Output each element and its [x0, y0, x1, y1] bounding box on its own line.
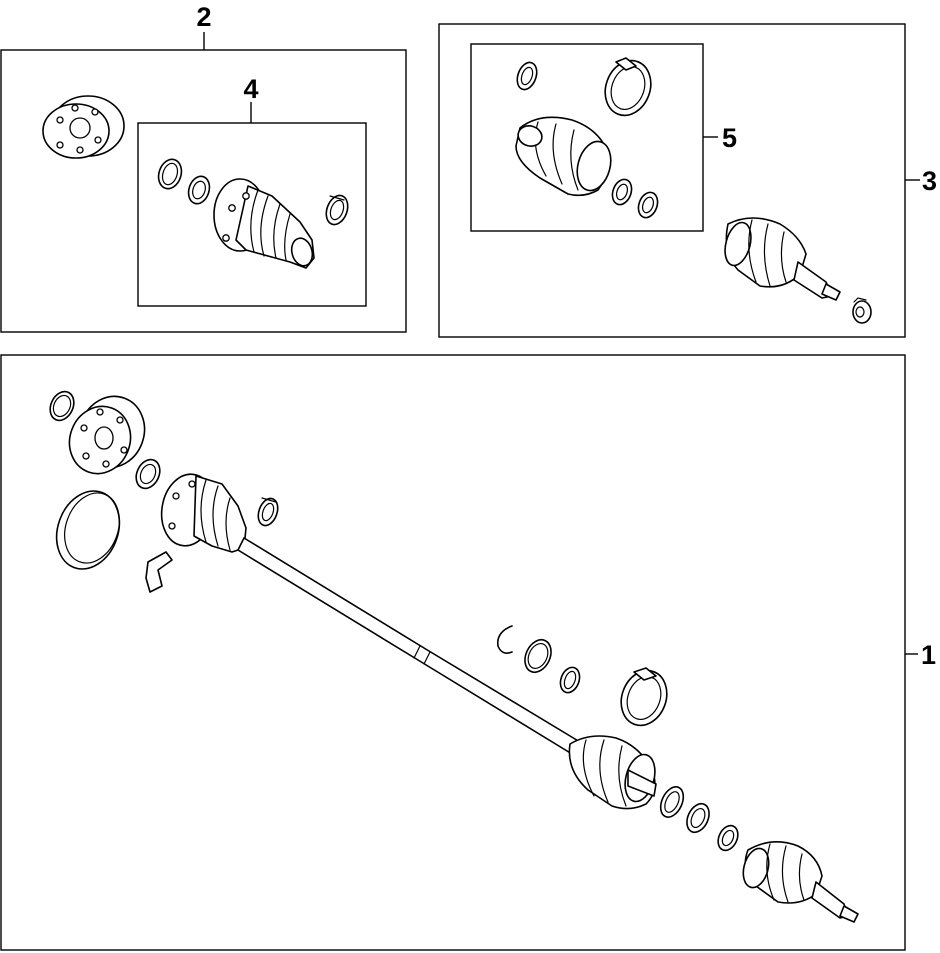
spacer-ring	[611, 178, 633, 206]
seal-ring-outer-a	[659, 786, 685, 818]
callout-5: 5	[703, 123, 737, 153]
callout-1-label: 1	[921, 640, 936, 670]
circlip-outer	[637, 191, 659, 219]
seal-ring-outer-b	[686, 802, 710, 834]
outer-cv-boot	[515, 116, 612, 197]
retaining-ring-small	[157, 158, 183, 190]
callout-4: 4	[243, 74, 259, 123]
boot-clamp-small	[325, 194, 349, 226]
callout-4-label: 4	[243, 74, 258, 104]
large-seal-ring	[55, 490, 121, 570]
callout-5-label: 5	[722, 123, 737, 153]
boot-clamp-large-main	[620, 667, 668, 727]
group-1-frame	[0, 354, 906, 951]
inner-cv-joint-boot	[213, 178, 315, 269]
callout-3: 3	[905, 166, 937, 196]
callout-1: 1	[905, 640, 936, 670]
snap-ring	[496, 625, 513, 654]
clip-bracket	[145, 551, 173, 593]
boot-clamp-small-main	[559, 666, 581, 694]
thrust-washer	[135, 458, 161, 490]
boot-clamp-outer-small	[516, 61, 538, 91]
dished-washer	[187, 175, 211, 205]
flange-bolt-ring-main	[68, 395, 146, 475]
callout-2-label: 2	[196, 2, 211, 32]
inner-cv-joint-main	[160, 473, 247, 553]
axle-shaft	[237, 537, 581, 755]
boot-clamp-inner-main	[257, 497, 279, 527]
group-4-frame	[137, 122, 367, 307]
flange-bolt-ring	[42, 95, 125, 159]
callout-2: 2	[196, 2, 212, 50]
callout-3-label: 3	[922, 166, 937, 196]
spring-ring	[524, 638, 552, 674]
axle-nut	[852, 297, 872, 324]
outer-cv-joint-main	[742, 841, 859, 923]
circlip-main	[717, 824, 739, 852]
outer-cv-boot-main	[568, 735, 657, 810]
boot-clamp-outer-large	[604, 57, 652, 117]
outer-cv-joint	[724, 217, 841, 301]
o-ring-inner	[49, 390, 75, 422]
